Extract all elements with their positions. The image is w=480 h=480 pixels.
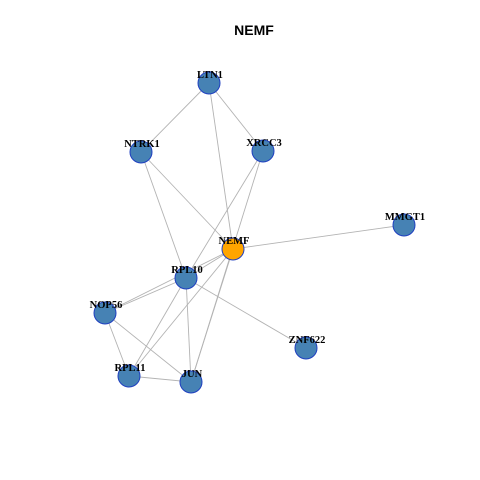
edge-ntrk1-rpl10 <box>140 151 187 279</box>
node-label-jun: JUN <box>182 369 203 380</box>
edge-ltn1-nemf <box>208 82 234 250</box>
node-rpl10[interactable] <box>174 266 198 290</box>
edge-ltn1-xrcc3 <box>208 82 264 152</box>
edge-layer <box>104 82 405 383</box>
edge-rpl10-nop56 <box>104 277 187 314</box>
node-xrcc3[interactable] <box>251 139 275 163</box>
edge-ltn1-ntrk1 <box>140 82 210 153</box>
node-jun[interactable] <box>179 370 203 394</box>
edge-nemf-rpl11 <box>128 248 234 377</box>
edge-xrcc3-rpl10 <box>185 150 264 279</box>
node-layer <box>93 71 416 394</box>
edge-nemf-jun <box>190 248 234 383</box>
edge-rpl10-rpl11 <box>128 277 187 377</box>
edge-nemf-nop56 <box>104 248 234 314</box>
node-ltn1[interactable] <box>197 71 221 95</box>
node-label-rpl11: RPL11 <box>115 363 146 374</box>
node-nop56[interactable] <box>93 301 117 325</box>
node-label-nemf: NEMF <box>219 236 250 247</box>
edge-rpl10-jun <box>185 277 192 383</box>
node-label-ntrk1: NTRK1 <box>124 139 160 150</box>
edge-ntrk1-nemf <box>140 151 234 250</box>
node-rpl11[interactable] <box>117 364 141 388</box>
graph-title: NEMF <box>234 22 274 38</box>
node-label-ltn1: LTN1 <box>197 70 223 81</box>
edge-rpl10-znf622 <box>185 277 307 349</box>
edge-nemf-mmgt1 <box>232 224 405 250</box>
node-label-xrcc3: XRCC3 <box>246 138 282 149</box>
edge-nop56-jun <box>104 312 192 383</box>
node-label-nop56: NOP56 <box>90 300 123 311</box>
node-label-znf622: ZNF622 <box>289 335 326 346</box>
node-nemf[interactable] <box>221 237 245 261</box>
node-label-mmgt1: MMGT1 <box>385 212 425 223</box>
node-znf622[interactable] <box>294 336 318 360</box>
node-mmgt1[interactable] <box>392 213 416 237</box>
node-ntrk1[interactable] <box>129 140 153 164</box>
node-label-rpl10: RPL10 <box>171 265 203 276</box>
